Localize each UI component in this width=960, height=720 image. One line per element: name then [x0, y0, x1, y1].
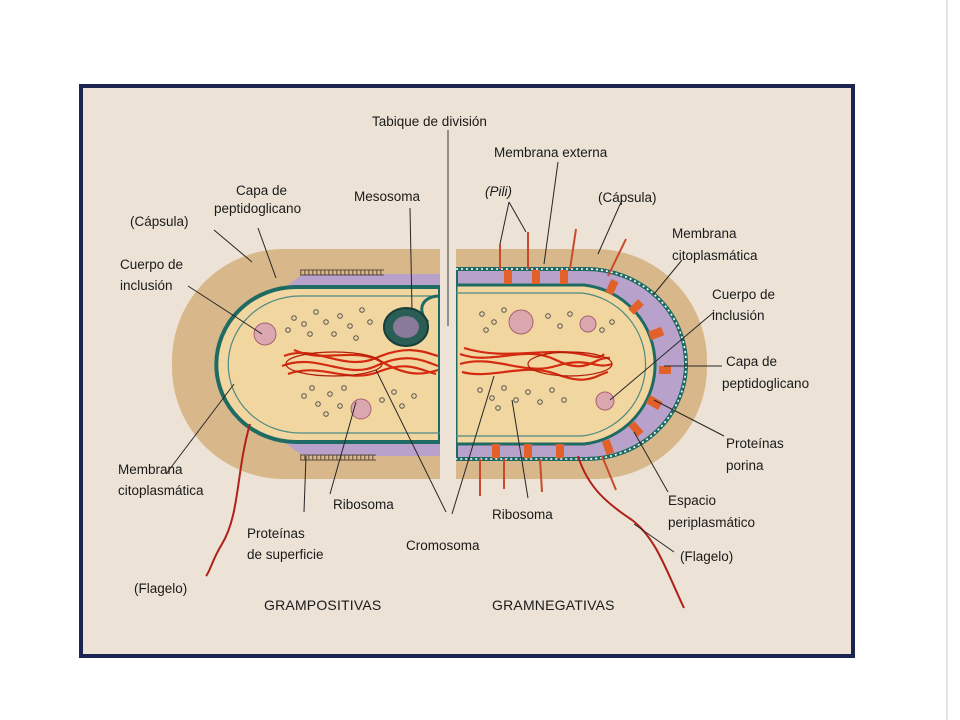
label-cuerpo-right-2: inclusión — [712, 308, 765, 323]
label-ribosoma-left: Ribosoma — [333, 497, 394, 512]
label-ribosoma-right: Ribosoma — [492, 507, 553, 522]
inclusion-bodies — [253, 309, 615, 420]
chromosome — [281, 346, 613, 381]
label-capa-pept-left-2: peptidoglicano — [214, 201, 301, 216]
label-memb-cito-left-1: Membrana — [118, 462, 183, 477]
label-prot-sup-2: de superficie — [247, 547, 324, 562]
label-memb-cito-left-2: citoplasmática — [118, 483, 204, 498]
label-cromosoma: Cromosoma — [406, 538, 480, 553]
label-proteinas-porina-2: porina — [726, 458, 764, 473]
diagram-labels: Tabique de división Membrana externa (Pi… — [118, 114, 809, 613]
label-capsula-left: (Cápsula) — [130, 214, 189, 229]
cytoplasmic-membrane-left — [227, 295, 440, 434]
slide-edge-line — [946, 0, 948, 720]
cytoplasmic-membrane-right — [456, 292, 647, 437]
label-prot-sup-1: Proteínas — [247, 526, 305, 541]
label-capa-pept-left-1: Capa de — [236, 183, 287, 198]
label-espacio-1: Espacio — [668, 493, 716, 508]
label-gramnegativas: GRAMNEGATIVAS — [492, 597, 615, 613]
label-membrana-externa: Membrana externa — [494, 145, 608, 160]
cytoplasm-right — [454, 283, 657, 446]
label-proteinas-porina-1: Proteínas — [726, 436, 784, 451]
label-memb-cito-right-2: citoplasmática — [672, 248, 758, 263]
label-capa-pept-right-2: peptidoglicano — [722, 376, 809, 391]
division-septum — [440, 240, 456, 494]
label-grampositivas: GRAMPOSITIVAS — [264, 597, 381, 613]
label-espacio-2: periplasmático — [668, 515, 755, 530]
label-mesosoma: Mesosoma — [354, 189, 421, 204]
label-flagelo-left: (Flagelo) — [134, 581, 187, 596]
label-cuerpo-left-2: inclusión — [120, 278, 173, 293]
label-capa-pept-right-1: Capa de — [726, 354, 777, 369]
porin-proteins — [492, 270, 671, 458]
leader-lines — [165, 161, 725, 553]
label-pili: (Pili) — [485, 184, 512, 199]
bacterial-cell-diagram: Tabique de división Membrana externa (Pi… — [118, 114, 809, 613]
surface-proteins-bottom — [300, 454, 376, 461]
label-capsula-right: (Cápsula) — [598, 190, 657, 205]
pili — [479, 228, 627, 496]
surface-proteins-top — [300, 269, 384, 276]
label-cuerpo-left-1: Cuerpo de — [120, 257, 183, 272]
label-flagelo-right: (Flagelo) — [680, 549, 733, 564]
outer-membrane-dots — [456, 268, 687, 460]
flagella — [205, 423, 685, 609]
label-memb-cito-right-1: Membrana — [672, 226, 737, 241]
figure-frame: Tabique de división Membrana externa (Pi… — [79, 84, 855, 658]
mesosome — [383, 294, 441, 347]
ribosomes — [285, 307, 615, 417]
label-cuerpo-right-1: Cuerpo de — [712, 287, 775, 302]
label-tabique: Tabique de división — [372, 114, 487, 129]
